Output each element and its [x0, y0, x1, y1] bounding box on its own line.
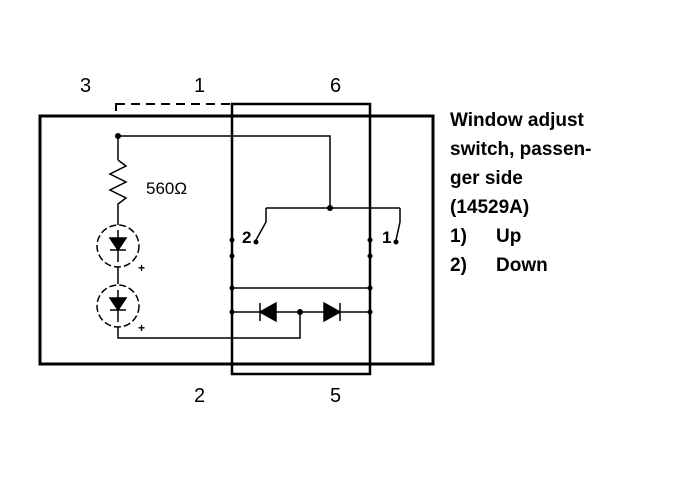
- supply-wire: [118, 135, 331, 208]
- switch-blade-1: [395, 208, 401, 241]
- terminal-dot: [229, 285, 235, 291]
- lamp-diode-icon: [108, 230, 128, 262]
- pin-2-label: 2: [194, 385, 205, 407]
- switch-contact-1: [393, 239, 399, 245]
- pin-3-label: 3: [80, 75, 91, 97]
- pin-6-label: 6: [330, 75, 341, 97]
- switch-blade-2: [255, 208, 267, 241]
- legend-title-line: Window adjust: [450, 110, 584, 131]
- switch-body: [230, 102, 372, 376]
- pin-5-label: 5: [330, 385, 341, 407]
- terminal-dot: [229, 309, 235, 315]
- terminal-dot: [367, 253, 373, 259]
- junction-dot: [327, 205, 333, 211]
- legend-item-number: 1): [450, 226, 467, 247]
- lamp-diode-icon: [108, 290, 128, 322]
- connector-housing: [38, 114, 435, 366]
- legend-panel: Window adjust switch, passen- ger side (…: [450, 106, 675, 280]
- legend-item-number: 2): [450, 255, 467, 276]
- pin-1-label: 1: [194, 75, 205, 97]
- diode-left-icon: [258, 301, 277, 323]
- terminal-dot: [367, 237, 373, 243]
- legend-item-label: Up: [496, 226, 522, 247]
- terminal-dot: [367, 285, 373, 291]
- lamp-plus-sign: +: [138, 261, 145, 275]
- switch-position-2-label: 2: [242, 228, 251, 247]
- terminal-dot: [297, 309, 303, 315]
- legend-item-down: 2) Down: [450, 251, 675, 280]
- legend-title-line: (14529A): [450, 197, 530, 218]
- resistor-value-label: 560Ω: [146, 179, 187, 198]
- switch-position-1-label: 1: [382, 228, 391, 247]
- diode-right-icon: [323, 301, 342, 323]
- terminal-dot: [229, 237, 235, 243]
- lamp-return-wire: [117, 312, 301, 339]
- switch-contact-2: [253, 239, 259, 245]
- legend-title-line: switch, passen-: [450, 139, 592, 160]
- resistor-zigzag-icon: [108, 159, 128, 225]
- legend-item-up: 1) Up: [450, 222, 675, 251]
- terminal-dot: [229, 253, 235, 259]
- legend-item-label: Down: [496, 255, 548, 276]
- legend-title-line: ger side: [450, 168, 523, 189]
- lamp-plus-sign: +: [138, 321, 145, 335]
- connector-top-dashed-box: [115, 103, 371, 117]
- terminal-dot: [367, 309, 373, 315]
